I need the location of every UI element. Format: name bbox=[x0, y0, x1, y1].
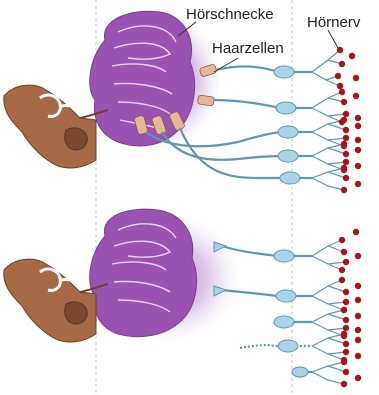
nerve-cell-body bbox=[280, 172, 300, 184]
healthy-ear-panel bbox=[4, 10, 361, 193]
nerve-terminal-dots-bottom bbox=[339, 229, 361, 387]
middle-ear-bottom bbox=[65, 302, 88, 324]
label-cochlea: Hörschnecke bbox=[186, 6, 274, 23]
cochlea-bottom bbox=[90, 209, 197, 337]
middle-ear-top bbox=[65, 128, 88, 150]
label-hair-cells: Haarzellen bbox=[212, 40, 284, 57]
outer-ear-bottom bbox=[4, 259, 96, 342]
nerve-cell-body bbox=[278, 340, 298, 352]
nerve-cell-body bbox=[274, 316, 294, 328]
nerve-cell-body bbox=[274, 250, 294, 262]
nerve-cell-body bbox=[276, 290, 296, 302]
nerve-cell-body bbox=[278, 126, 298, 138]
nerve-cell-body bbox=[276, 102, 296, 114]
label-auditory-nerve: Hörnerv bbox=[307, 14, 360, 31]
nerve-cell-bodies-top bbox=[274, 66, 300, 184]
nerve-cell-body bbox=[292, 367, 308, 377]
nerve-cell-bodies-bottom bbox=[274, 250, 308, 377]
pointer-auditory-nerve bbox=[328, 30, 338, 48]
damaged-ear-panel bbox=[4, 209, 361, 387]
nerve-cell-body bbox=[274, 66, 294, 78]
outer-ear-top bbox=[4, 85, 96, 168]
hair-cell bbox=[197, 95, 214, 106]
nerve-cell-body bbox=[278, 150, 298, 162]
